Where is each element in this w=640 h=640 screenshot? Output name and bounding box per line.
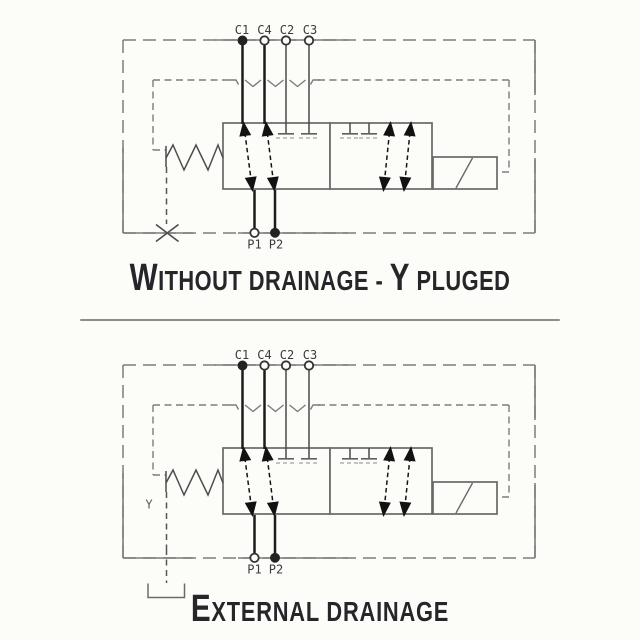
valve-linework (123, 36, 535, 237)
diagram-external-drainage: Y C1 C4 C2 C3 P1 P2 (123, 348, 535, 599)
external-drain-bracket (147, 583, 186, 599)
title-text: XTERNAL DRAINAGE (211, 596, 450, 627)
diagram-without-drainage: C1 C4 C2 C3 P1 P2 (123, 23, 535, 252)
title-without-drainage: WITHOUT DRAINAGE - Y PLUGED (70, 259, 569, 297)
port-label-c1: C1 (235, 23, 249, 37)
port-label-p2: P2 (269, 238, 283, 252)
port-label-c3: C3 (303, 23, 317, 37)
port-label-c2: C2 (280, 23, 294, 37)
plug-x-symbol (155, 223, 180, 243)
port-label-c4: C4 (257, 348, 271, 362)
title-initial-e: E (190, 588, 212, 630)
title-text-2: PLUGED (410, 265, 511, 296)
port-label-c3: C3 (303, 348, 317, 362)
port-label-c1: C1 (235, 348, 249, 362)
port-label-c2: C2 (280, 348, 294, 362)
drain-port-label-y: Y (145, 498, 153, 512)
port-label-c4: C4 (257, 23, 271, 37)
title-initial-w: W (129, 257, 159, 299)
title-external-drainage: EXTERNAL DRAINAGE (70, 590, 569, 628)
section-divider (80, 319, 560, 321)
title-text-1: ITHOUT DRAINAGE - (158, 265, 390, 296)
title-initial-y: Y (389, 257, 411, 299)
valve-linework (123, 361, 535, 562)
port-label-p1: P1 (247, 238, 261, 252)
port-label-p1: P1 (247, 563, 261, 577)
port-label-p2: P2 (269, 563, 283, 577)
